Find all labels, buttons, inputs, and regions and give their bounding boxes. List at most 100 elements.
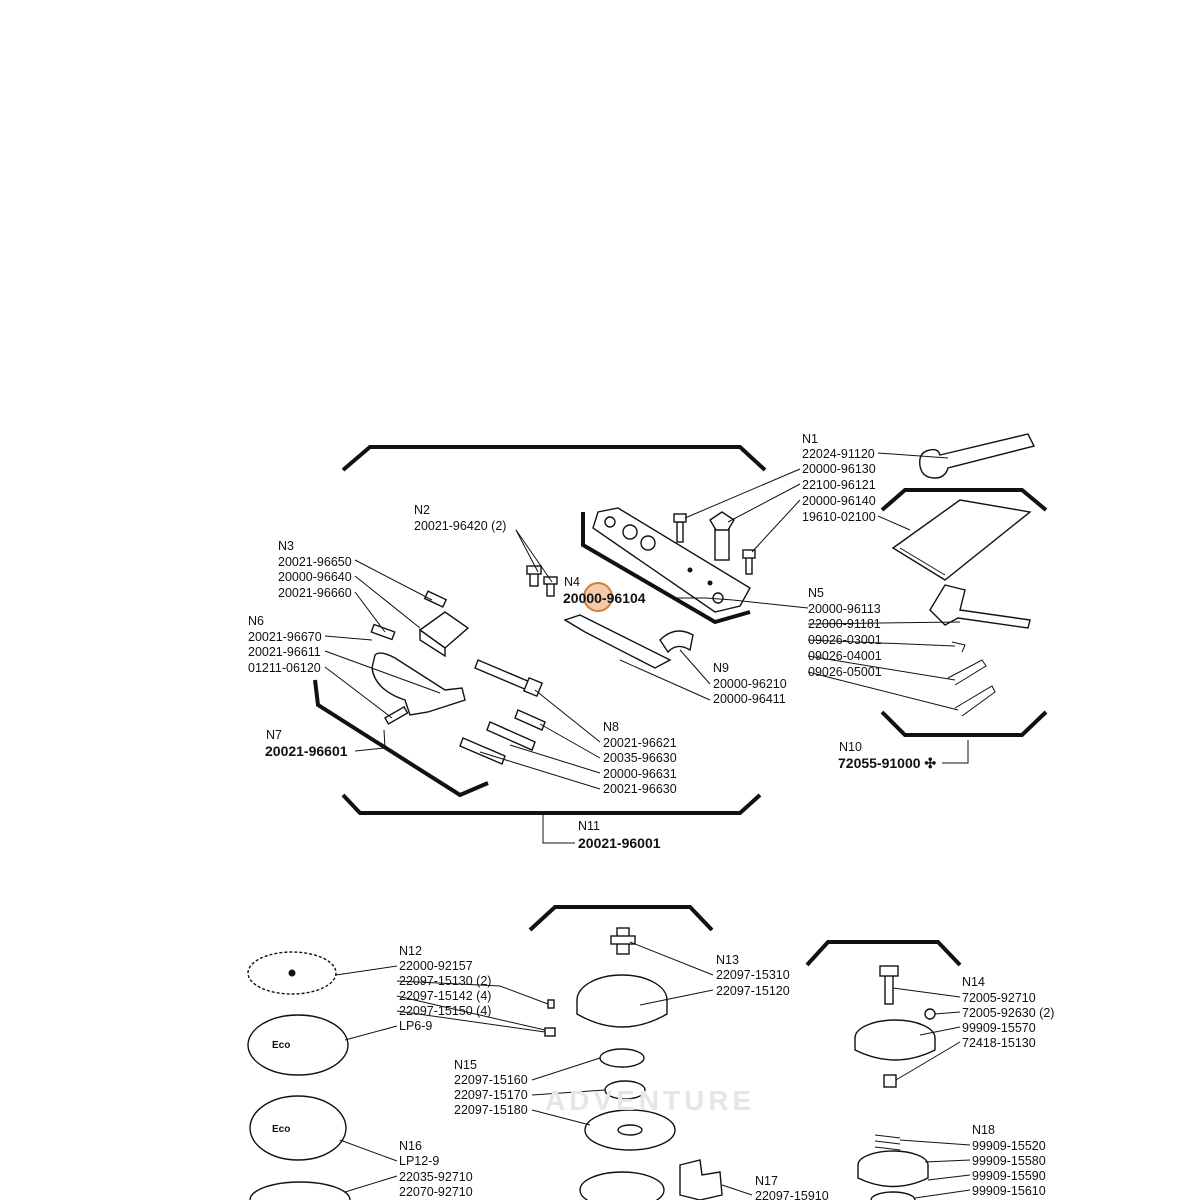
n12-header: N12 bbox=[399, 944, 422, 958]
line-cartridge-icon bbox=[679, 1159, 723, 1200]
n7-part-1: 20021-96601 bbox=[265, 743, 348, 759]
bushing-icon bbox=[659, 630, 694, 654]
n8-header: N8 bbox=[603, 720, 619, 734]
n3-part-3: 20021-96660 bbox=[278, 586, 352, 600]
spring-washer-icon bbox=[599, 1048, 645, 1068]
n14-part-2: 72005-92630 (2) bbox=[962, 1006, 1054, 1020]
n18-part-2: 99909-15580 bbox=[972, 1154, 1046, 1168]
n16-part-2: 22035-92710 bbox=[399, 1170, 473, 1184]
highlight-marker bbox=[583, 582, 613, 612]
spring-icon bbox=[874, 1134, 901, 1163]
n17-header: N17 bbox=[755, 1174, 778, 1188]
instruction-sheet-icon bbox=[891, 499, 1032, 581]
rod-a-icon bbox=[514, 709, 546, 731]
box-wrench-icon bbox=[929, 584, 1031, 629]
n12-part-1: 22000-92157 bbox=[399, 959, 473, 973]
n5-part-4: 09026-04001 bbox=[808, 649, 882, 663]
disc-logo-a: Eco bbox=[272, 1040, 290, 1051]
bracket-n14 bbox=[805, 940, 962, 967]
n3-header: N3 bbox=[278, 539, 294, 553]
n5-header: N5 bbox=[808, 586, 824, 600]
pin-icon bbox=[423, 590, 448, 608]
bracket-n10-top bbox=[880, 710, 1048, 737]
n9-part-1: 20000-96210 bbox=[713, 677, 787, 691]
n7-header: N7 bbox=[266, 728, 282, 742]
n18-part-4: 99909-15610 bbox=[972, 1184, 1046, 1198]
bolt-n6-icon bbox=[384, 705, 409, 725]
spanner-wrench-icon bbox=[919, 433, 1036, 479]
n5-part-3: 09026-03001 bbox=[808, 633, 882, 647]
n12-part-5: LP6-9 bbox=[399, 1019, 432, 1033]
allen-key-small-icon bbox=[951, 641, 966, 653]
bracket-n1-box bbox=[880, 488, 1048, 512]
lp6-disc-icon bbox=[247, 1014, 349, 1076]
n4-header: N4 bbox=[564, 575, 580, 589]
n12-part-3: 22097-15142 (4) bbox=[399, 989, 491, 1003]
n8-part-4: 20021-96630 bbox=[603, 782, 677, 796]
n1-part-5: 19610-02100 bbox=[802, 510, 876, 524]
n5-part-1: 20000-96113 bbox=[808, 602, 881, 616]
bracket-n11-bottom bbox=[341, 793, 762, 815]
n6-part-3: 01211-06120 bbox=[248, 661, 321, 675]
n3-part-2: 20000-96640 bbox=[278, 570, 352, 584]
n6-header: N6 bbox=[248, 614, 264, 628]
disc-logo-b: Eco bbox=[272, 1124, 290, 1135]
n9-header: N9 bbox=[713, 661, 729, 675]
n12-part-4: 22097-15150 (4) bbox=[399, 1004, 491, 1018]
bracket-n5 bbox=[581, 512, 751, 625]
n5-part-2: 22000-91181 bbox=[808, 617, 881, 631]
rod-b-icon bbox=[486, 721, 536, 751]
n13-part-2: 22097-15120 bbox=[716, 984, 790, 998]
n1-part-2: 20000-96130 bbox=[802, 462, 876, 476]
bolt-right-icon bbox=[745, 555, 753, 575]
sleeve-icon bbox=[563, 614, 672, 669]
n3-part-1: 20021-96650 bbox=[278, 555, 352, 569]
n14-part-3: 99909-15570 bbox=[962, 1021, 1036, 1035]
bracket-n11-top bbox=[341, 445, 767, 472]
rod-c-icon bbox=[459, 737, 506, 765]
n18-part-3: 99909-15590 bbox=[972, 1169, 1046, 1183]
allen-key-mid-icon bbox=[947, 659, 987, 686]
lp12-disc-icon bbox=[249, 1095, 347, 1161]
n14-part-4: 72418-15130 bbox=[962, 1036, 1036, 1050]
n8-part-2: 20035-96630 bbox=[603, 751, 677, 765]
lower-leaders bbox=[335, 941, 971, 1199]
n16-header: N16 bbox=[399, 1139, 422, 1153]
part-labels: N1 22024-91120 20000-96130 22100-96121 2… bbox=[248, 432, 1054, 1200]
support-bracket-icon bbox=[371, 652, 466, 716]
n15-part-2: 22097-15170 bbox=[454, 1088, 528, 1102]
n8-part-1: 20021-96621 bbox=[603, 736, 677, 750]
bracket-n7 bbox=[313, 679, 489, 798]
bolt-small-icon bbox=[676, 521, 684, 543]
n14-bolt-icon bbox=[884, 971, 894, 1005]
n15-part-3: 22097-15180 bbox=[454, 1103, 528, 1117]
n18-part-1: 99909-15520 bbox=[972, 1139, 1046, 1153]
n5-part-5: 09026-05001 bbox=[808, 665, 882, 679]
upper-leaders bbox=[324, 452, 969, 844]
n11-part-1: 20021-96001 bbox=[578, 835, 661, 851]
n1-part-3: 22100-96121 bbox=[802, 478, 876, 492]
n11-header: N11 bbox=[578, 819, 600, 833]
bump-knob-icon bbox=[579, 1171, 665, 1200]
n2-header: N2 bbox=[414, 503, 430, 517]
shaft-icon bbox=[474, 659, 531, 691]
n4-part-1: 20000-96104 bbox=[563, 590, 646, 606]
n12-part-2: 22097-15130 (2) bbox=[399, 974, 491, 988]
n6-part-2: 20021-96611 bbox=[248, 645, 321, 659]
n18-header: N18 bbox=[972, 1123, 995, 1137]
n8-part-3: 20000-96631 bbox=[603, 767, 677, 781]
n2-part-1: 20021-96420 (2) bbox=[414, 519, 506, 533]
n1-part-4: 20000-96140 bbox=[802, 494, 876, 508]
n10-part-1: 72055-91000 ✣ bbox=[838, 755, 936, 771]
n15-header: N15 bbox=[454, 1058, 477, 1072]
allen-key-large-icon bbox=[954, 685, 996, 717]
n9-part-2: 20000-96411 bbox=[713, 692, 786, 706]
n6-part-1: 20021-96670 bbox=[248, 630, 322, 644]
n14-header: N14 bbox=[962, 975, 985, 989]
watermark: ADVENTURE bbox=[545, 1085, 755, 1116]
head-ring-icon bbox=[249, 1181, 351, 1200]
n17-part-1: 22097-15910 bbox=[755, 1189, 829, 1200]
n16-part-3: 22070-92710 bbox=[399, 1185, 473, 1199]
lower-parts: Eco Eco bbox=[247, 927, 936, 1200]
n15-part-1: 22097-15160 bbox=[454, 1073, 528, 1087]
